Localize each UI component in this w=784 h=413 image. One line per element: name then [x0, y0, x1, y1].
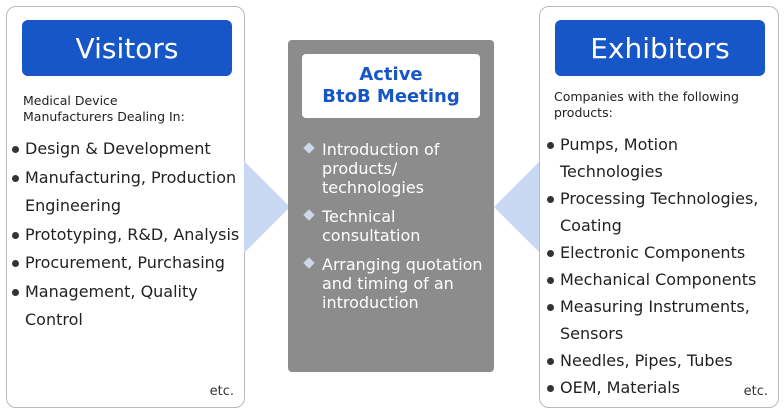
list-item: Pumps, Motion Technologies — [546, 131, 778, 185]
list-item: Arranging quotation and timing of an int… — [302, 255, 488, 312]
list-item: Measuring Instruments, Sensors — [546, 293, 778, 347]
center-title-line: BtoB Meeting — [322, 86, 460, 107]
center-list: Introduction of products/ technologies T… — [302, 140, 488, 322]
visitors-etc: etc. — [209, 384, 234, 399]
center-title: Active BtoB Meeting — [302, 54, 480, 118]
list-item: Introduction of products/ technologies — [302, 140, 488, 197]
visitors-list: Design & Development Manufacturing, Prod… — [11, 135, 246, 335]
list-item: Prototyping, R&D, Analysis — [11, 221, 246, 250]
left-arrow-icon — [494, 161, 540, 253]
visitors-title: Visitors — [22, 20, 232, 76]
exhibitors-subtitle: Companies with the following products: — [554, 89, 776, 121]
arrow-shape — [494, 161, 540, 253]
list-item: Manufacturing, Production Engineering — [11, 164, 246, 221]
right-arrow-icon — [244, 161, 290, 253]
visitors-subtitle-line: Manufacturers Dealing In: — [23, 109, 185, 124]
exhibitors-etc: etc. — [743, 384, 768, 399]
list-item: OEM, Materials — [546, 374, 778, 401]
list-item: Processing Technologies, Coating — [546, 185, 778, 239]
exhibitors-subtitle-line: products: — [554, 105, 613, 120]
visitors-panel: Visitors Medical Device Manufacturers De… — [6, 6, 245, 408]
exhibitors-panel: Exhibitors Companies with the following … — [539, 6, 779, 408]
list-item: Mechanical Components — [546, 266, 778, 293]
list-item: Needles, Pipes, Tubes — [546, 347, 778, 374]
center-title-line: Active — [359, 64, 423, 85]
visitors-subtitle-line: Medical Device — [23, 93, 118, 108]
list-item: Electronic Components — [546, 239, 778, 266]
list-item: Procurement, Purchasing — [11, 249, 246, 278]
list-item: Technical consultation — [302, 207, 488, 245]
center-panel: Active BtoB Meeting Introduction of prod… — [288, 40, 494, 372]
list-item: Management, Quality Control — [11, 278, 246, 335]
exhibitors-title: Exhibitors — [555, 20, 765, 76]
visitors-subtitle: Medical Device Manufacturers Dealing In: — [23, 93, 243, 125]
arrow-shape — [244, 161, 290, 253]
list-item: Design & Development — [11, 135, 246, 164]
exhibitors-subtitle-line: Companies with the following — [554, 89, 739, 104]
exhibitors-list: Pumps, Motion Technologies Processing Te… — [546, 131, 778, 401]
